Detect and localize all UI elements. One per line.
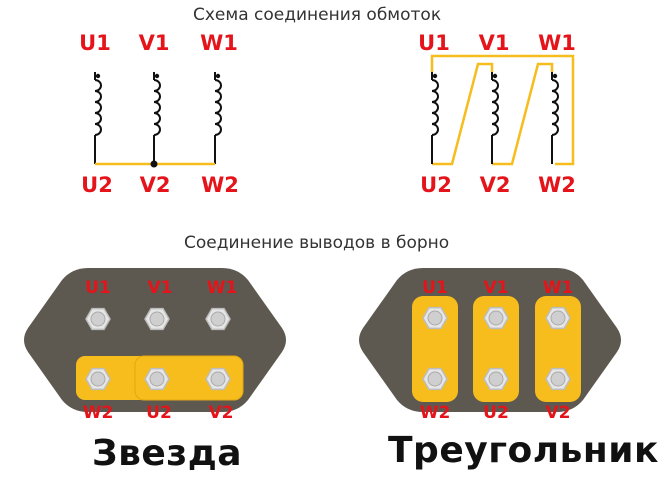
delta-box-top-label-2: V1 (484, 278, 509, 298)
delta-winding-u (431, 72, 439, 164)
delta-bottom-label-2: V2 (480, 173, 511, 197)
star-top-label-2: V1 (139, 31, 170, 55)
delta-top-label-1: U1 (418, 31, 450, 55)
delta-box-bottom-label-3: V2 (546, 403, 571, 423)
star-bottom-label-1: U2 (81, 173, 113, 197)
delta-terminal-u1 (422, 306, 448, 330)
star-top-label-3: W1 (200, 31, 238, 55)
delta-box-top-label-1: U1 (422, 278, 448, 298)
star-box-bottom-label-1: W2 (83, 403, 114, 423)
delta-winding-scheme: U1 V1 W1 U2 V2 W2 (418, 31, 576, 197)
delta-jumper-1 (412, 296, 458, 402)
star-winding-w (214, 72, 222, 164)
star-jumper-outline (134, 355, 244, 401)
star-box-top-label-1: U1 (85, 278, 111, 298)
delta-box-bottom-label-2: U2 (483, 403, 509, 423)
delta-bottom-label-1: U2 (420, 173, 452, 197)
delta-winding-v (491, 72, 499, 164)
star-winding-u (94, 72, 102, 164)
delta-terminal-w1 (545, 306, 571, 330)
delta-terminal-u2 (483, 367, 509, 391)
delta-top-label-2: V1 (479, 31, 510, 55)
delta-links (430, 54, 575, 166)
delta-box-top-label-3: W1 (543, 278, 574, 298)
delta-box-bottom-label-1: W2 (420, 403, 451, 423)
star-terminal-u1 (85, 307, 111, 331)
star-bottom-label-3: W2 (201, 173, 239, 197)
star-neutral-point (150, 160, 158, 168)
windings-title: Схема соединения обмоток (193, 5, 442, 25)
delta-jumper-2 (473, 296, 519, 402)
star-caption: Звезда (92, 433, 243, 474)
delta-jumper-3 (535, 296, 581, 402)
star-terminal-box: U1 V1 W1 W2 U2 V2 (24, 268, 286, 423)
star-top-label-1: U1 (79, 31, 111, 55)
star-winding-scheme: U1 V1 W1 U2 V2 W2 (79, 31, 239, 197)
delta-winding-w (551, 72, 559, 164)
star-box-top-label-2: V1 (148, 278, 173, 298)
delta-terminal-v1 (483, 306, 509, 330)
star-winding-v (153, 72, 161, 164)
star-terminal-v2 (205, 367, 231, 391)
terminals-title: Соединение выводов в борно (184, 233, 450, 253)
star-bottom-label-2: V2 (140, 173, 171, 197)
star-terminal-w1 (205, 307, 231, 331)
star-terminal-u2 (144, 367, 170, 391)
delta-terminal-box: U1 V1 W1 W2 U2 V2 (359, 268, 621, 423)
delta-top-label-3: W1 (538, 31, 576, 55)
delta-bottom-label-3: W2 (538, 173, 576, 197)
star-terminal-w2 (85, 367, 111, 391)
star-box-top-label-3: W1 (207, 278, 238, 298)
delta-caption: Треугольник (388, 430, 659, 471)
delta-terminal-w2 (422, 367, 448, 391)
star-box-bottom-label-2: U2 (146, 403, 172, 423)
star-box-bottom-label-3: V2 (209, 403, 234, 423)
star-terminal-v1 (144, 307, 170, 331)
delta-terminal-v2 (545, 367, 571, 391)
